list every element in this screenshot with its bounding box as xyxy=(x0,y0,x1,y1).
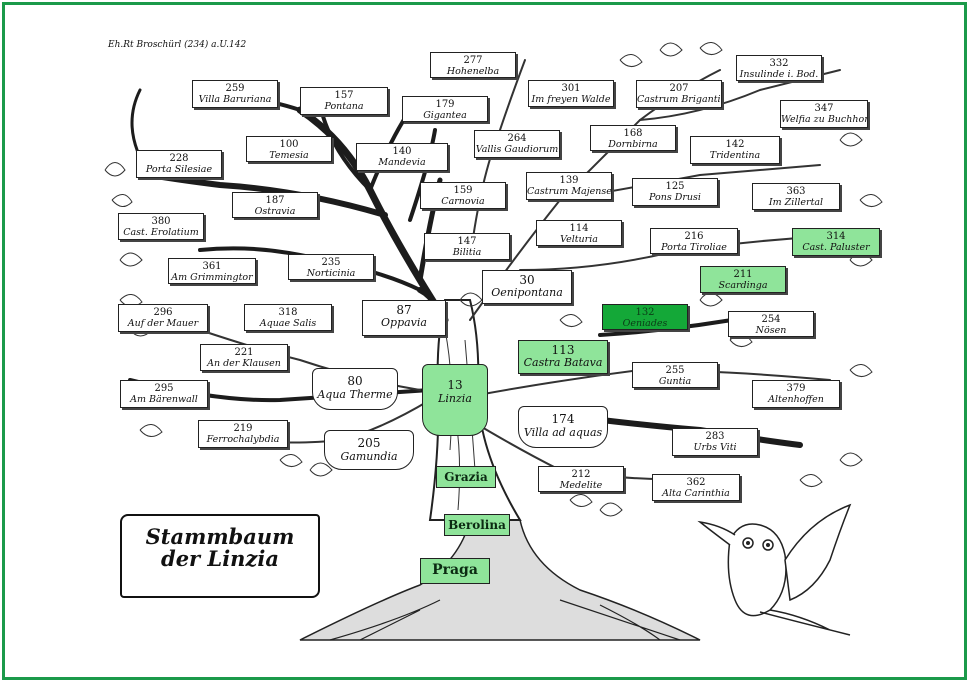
title-scroll: Stammbaum der Linzia xyxy=(120,514,320,598)
corner-note: Eh.Rt Broschürl (234) a.U.142 xyxy=(108,40,247,50)
scroll-title-line-1: Stammbaum xyxy=(145,524,295,549)
scroll-title-line-2: der Linzia xyxy=(161,546,279,572)
ribbon-praga: Praga xyxy=(420,558,490,584)
ribbon-grazia: Grazia xyxy=(436,466,496,488)
ribbon-berolina: Berolina xyxy=(444,514,510,536)
